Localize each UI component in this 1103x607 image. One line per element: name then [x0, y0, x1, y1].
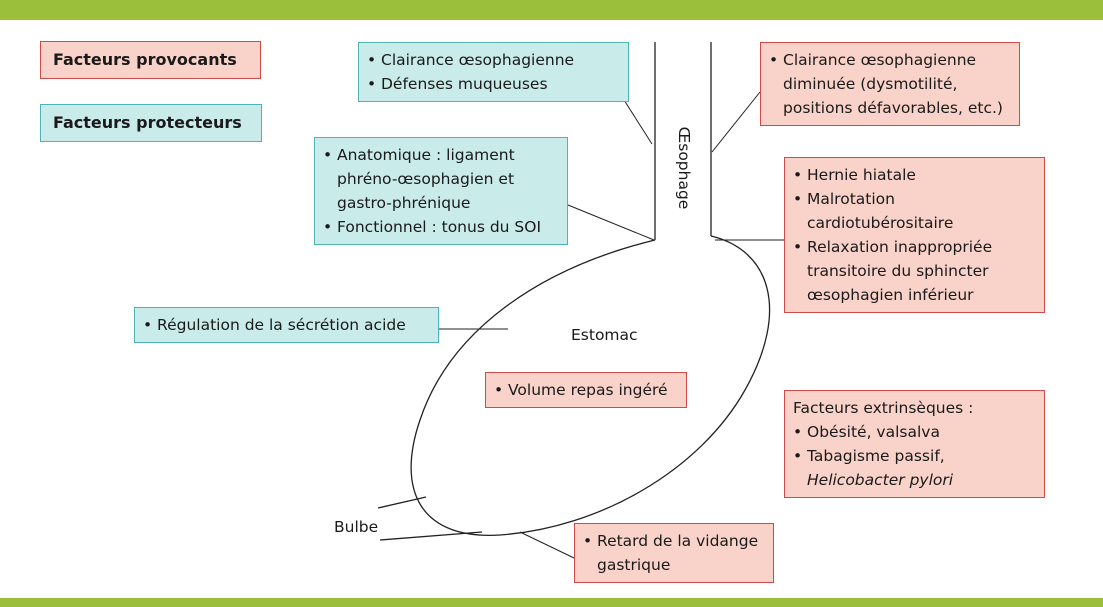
legend-protective-text: Facteurs protecteurs [53, 113, 242, 132]
box-anatomic-functional: •Anatomique : ligament phréno-œsophagien… [314, 137, 568, 245]
box-meal-volume: •Volume repas ingéré [485, 372, 687, 408]
stomach-outline [410, 235, 771, 536]
item-meal-volume: Volume repas ingéré [508, 381, 668, 399]
label-esophagus: Œsophage [675, 126, 693, 210]
legend-protective: Facteurs protecteurs [40, 104, 262, 142]
item-mucosal-defenses: Défenses muqueuses [381, 75, 548, 93]
connector-clearance [711, 91, 761, 153]
connector-anatomic [567, 204, 655, 241]
box-gastric-emptying: •Retard de la vidange gastrique [574, 523, 774, 583]
top-banner [0, 0, 1103, 20]
connector-emptying [519, 531, 575, 559]
item-obesity: Obésité, valsalva [807, 423, 940, 441]
box-hernia: •Hernie hiatale •Malrotation cardiotubér… [784, 157, 1045, 313]
item-relaxation: Relaxation inappropriée transitoire du s… [807, 238, 993, 304]
legend-provoking: Facteurs provocants [40, 41, 261, 79]
item-helicobacter: Helicobacter pylori [807, 471, 954, 489]
bulb-lower-line [379, 531, 483, 541]
label-stomach: Estomac [571, 326, 638, 344]
item-hiatal-hernia: Hernie hiatale [807, 166, 916, 184]
item-acid-regulation: Régulation de la sécrétion acide [157, 316, 406, 334]
item-smoking: Tabagisme passif, [807, 447, 945, 465]
extrinsic-title: Facteurs extrinsèques : [793, 399, 974, 417]
item-gastric-emptying: Retard de la vidange gastrique [597, 532, 759, 574]
bulb-upper-line [377, 496, 427, 509]
item-malrotation: Malrotation cardiotubérositaire [807, 190, 954, 232]
box-acid-regulation: •Régulation de la sécrétion acide [134, 307, 439, 343]
item-clearance: Clairance œsophagienne [381, 51, 575, 69]
item-anatomic: Anatomique : ligament phréno-œsophagien … [337, 146, 515, 212]
item-decreased-clearance: Clairance œsophagienne diminuée (dysmoti… [783, 51, 1003, 117]
legend-provoking-text: Facteurs provocants [53, 50, 237, 69]
bottom-banner [0, 598, 1103, 607]
item-functional: Fonctionnel : tonus du SOI [337, 218, 542, 236]
box-extrinsic: Facteurs extrinsèques : •Obésité, valsal… [784, 390, 1045, 498]
label-bulb: Bulbe [334, 518, 379, 536]
box-esophageal-defenses: •Clairance œsophagienne •Défenses muqueu… [358, 42, 629, 102]
box-decreased-clearance: •Clairance œsophagienne diminuée (dysmot… [760, 42, 1020, 126]
